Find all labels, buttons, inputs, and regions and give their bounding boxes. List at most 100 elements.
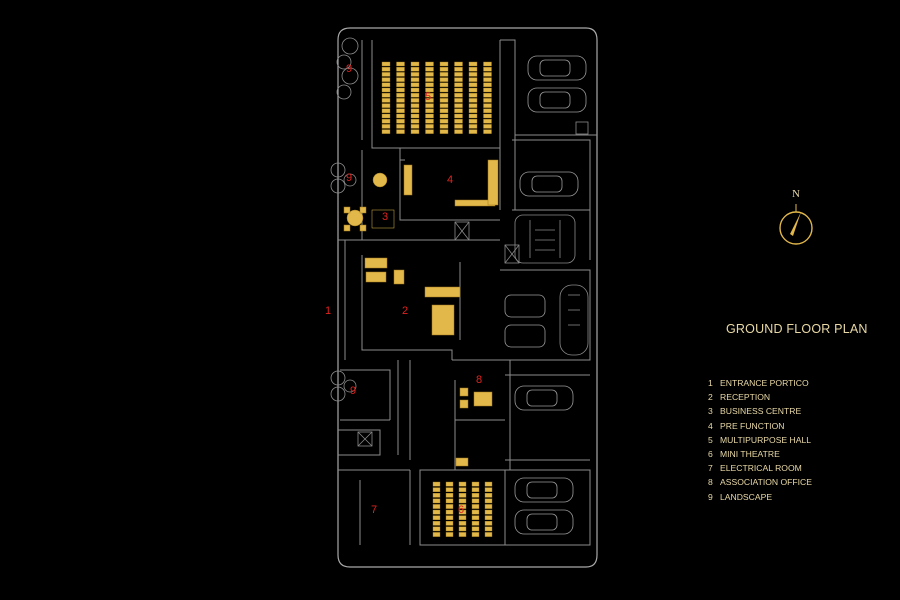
seat: [468, 113, 478, 119]
seat: [483, 103, 492, 108]
seat: [410, 124, 420, 129]
seat: [439, 98, 449, 103]
seat: [445, 515, 454, 520]
seat: [468, 129, 478, 134]
legend-item-label: ELECTRICAL ROOM: [720, 463, 802, 474]
seat: [381, 82, 391, 88]
seat: [468, 77, 478, 82]
seat: [454, 103, 463, 108]
seat: [471, 509, 480, 515]
seat: [484, 509, 493, 515]
seat: [445, 481, 454, 487]
seat: [471, 504, 480, 509]
seat: [381, 113, 391, 119]
seat: [396, 87, 405, 93]
seat: [396, 82, 405, 88]
legend-item-number: 3: [708, 406, 713, 417]
seat: [410, 113, 420, 119]
seat: [471, 521, 480, 526]
seat: [432, 521, 441, 526]
north-arrow-icon: [779, 204, 813, 245]
seat: [484, 504, 493, 509]
seat: [410, 103, 420, 108]
seat: [454, 118, 463, 124]
furniture: [343, 159, 499, 467]
seat: [454, 61, 463, 67]
seat: [483, 66, 492, 72]
seat: [468, 118, 478, 124]
drawing-title: GROUND FLOOR PLAN: [726, 322, 868, 336]
seat: [396, 124, 405, 129]
seat: [483, 118, 492, 124]
seat: [439, 113, 449, 119]
seat: [484, 498, 493, 504]
seat: [381, 129, 391, 134]
seat: [396, 77, 405, 82]
legend-item-label: BUSINESS CENTRE: [720, 406, 802, 417]
seat: [484, 493, 493, 498]
seat: [454, 124, 463, 129]
seat: [483, 98, 492, 103]
seat: [396, 108, 405, 114]
seat: [483, 61, 492, 67]
seat: [445, 526, 454, 532]
seat: [432, 498, 441, 504]
seat: [410, 118, 420, 124]
seat: [381, 87, 391, 93]
seat: [439, 87, 449, 93]
seat: [425, 66, 434, 72]
seat: [410, 82, 420, 88]
seat: [445, 521, 454, 526]
seat: [458, 521, 467, 526]
multipurpose-hall-seating: [381, 61, 492, 134]
seat: [484, 515, 493, 520]
legend-item-number: 1: [708, 378, 713, 388]
seat: [483, 92, 492, 98]
landscape-trees: [330, 37, 359, 402]
seat: [432, 509, 441, 515]
seat: [454, 82, 463, 88]
seat: [381, 72, 391, 77]
room-number-4: 4: [447, 174, 454, 186]
seat: [432, 526, 441, 532]
seat: [483, 82, 492, 88]
seat: [439, 129, 449, 134]
seat: [458, 498, 467, 504]
seat: [458, 481, 467, 487]
north-label: N: [792, 188, 800, 200]
seat: [454, 77, 463, 82]
seat: [381, 103, 391, 108]
seat: [381, 61, 391, 67]
seat: [468, 108, 478, 114]
seat: [458, 532, 467, 537]
seat: [396, 66, 405, 72]
room-number-6: 6: [458, 504, 465, 516]
seat: [425, 82, 434, 88]
seat: [410, 92, 420, 98]
seat: [445, 493, 454, 498]
seat: [381, 124, 391, 129]
seat: [425, 129, 434, 134]
seat: [410, 108, 420, 114]
room-number-8: 8: [476, 374, 483, 386]
seat: [381, 92, 391, 98]
seat: [425, 124, 434, 129]
seat: [454, 72, 463, 77]
seat: [439, 82, 449, 88]
legend-item-number: 9: [708, 491, 713, 502]
seat: [410, 98, 420, 103]
seat: [432, 481, 441, 487]
seat: [445, 504, 454, 509]
parked-cars: [504, 55, 587, 535]
seat: [458, 487, 467, 493]
seat: [439, 108, 449, 114]
seat: [468, 66, 478, 72]
seat: [425, 87, 434, 93]
legend-item-number: 4: [708, 420, 713, 431]
seat: [454, 66, 463, 72]
seat: [471, 493, 480, 498]
room-number-9-top: 9: [346, 63, 353, 75]
